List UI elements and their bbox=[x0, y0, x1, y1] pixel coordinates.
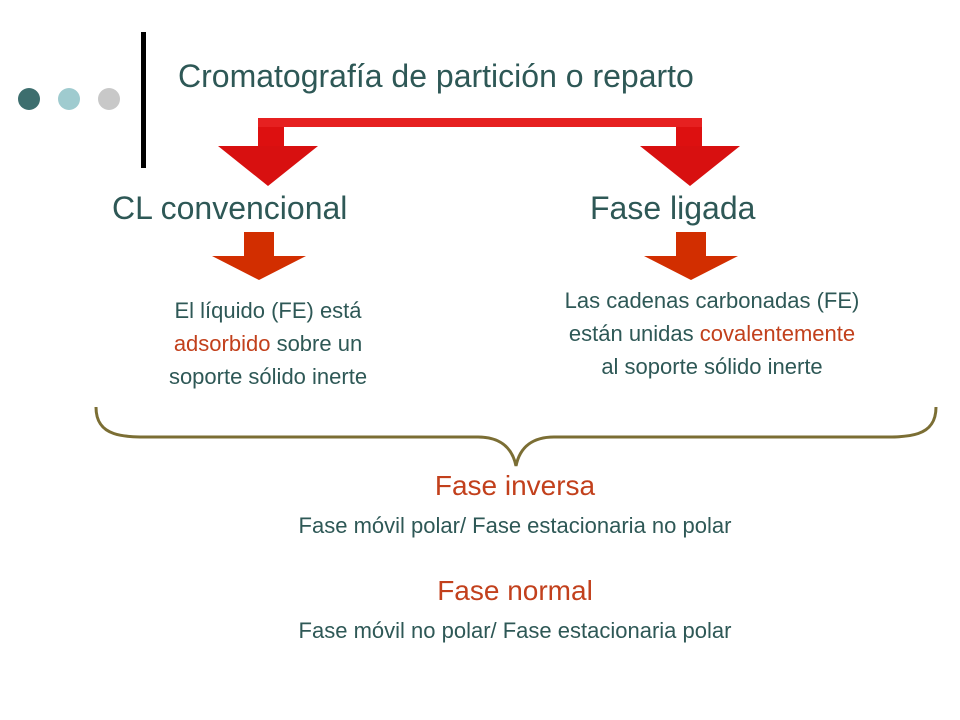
right-desc-line-2: están unidas covalentemente bbox=[482, 317, 942, 350]
right-desc-line-3: al soporte sólido inerte bbox=[601, 354, 823, 379]
right-description: Las cadenas carbonadas (FE) están unidas… bbox=[482, 284, 942, 383]
left-desc-highlight: adsorbido bbox=[173, 331, 271, 356]
left-desc-line-1: El líquido (FE) está bbox=[174, 298, 362, 323]
title-divider bbox=[141, 32, 146, 168]
fase-inversa-heading: Fase inversa bbox=[434, 470, 596, 501]
left-branch-label: CL convencional bbox=[112, 190, 348, 226]
arrow-down-right-small bbox=[644, 232, 738, 280]
arrow-down-right-large bbox=[640, 146, 740, 186]
right-desc-highlight: covalentemente bbox=[699, 321, 856, 346]
branch-connector bbox=[258, 118, 702, 148]
fase-normal-heading: Fase normal bbox=[437, 575, 593, 606]
fase-inversa-description: Fase móvil polar/ Fase estacionaria no p… bbox=[298, 513, 732, 538]
arrow-down-left-large bbox=[218, 146, 318, 186]
left-description: El líquido (FE) está adsorbido sobre un … bbox=[108, 294, 428, 393]
decor-dot-light bbox=[58, 88, 80, 110]
decor-dot-gray bbox=[98, 88, 120, 110]
left-desc-line-2: adsorbido sobre un bbox=[108, 327, 428, 360]
fase-normal-description: Fase móvil no polar/ Fase estacionaria p… bbox=[298, 618, 732, 643]
left-desc-line-2-rest: sobre un bbox=[270, 331, 363, 356]
right-desc-line-2-start: están unidas bbox=[568, 321, 700, 346]
right-desc-line-1: Las cadenas carbonadas (FE) bbox=[564, 288, 860, 313]
page-title: Cromatografía de partición o reparto bbox=[178, 58, 694, 94]
left-desc-line-3: soporte sólido inerte bbox=[168, 364, 368, 389]
arrow-down-left-small bbox=[212, 232, 306, 280]
right-branch-label: Fase ligada bbox=[590, 190, 756, 226]
decor-dot-dark bbox=[18, 88, 40, 110]
curly-brace bbox=[94, 406, 938, 467]
